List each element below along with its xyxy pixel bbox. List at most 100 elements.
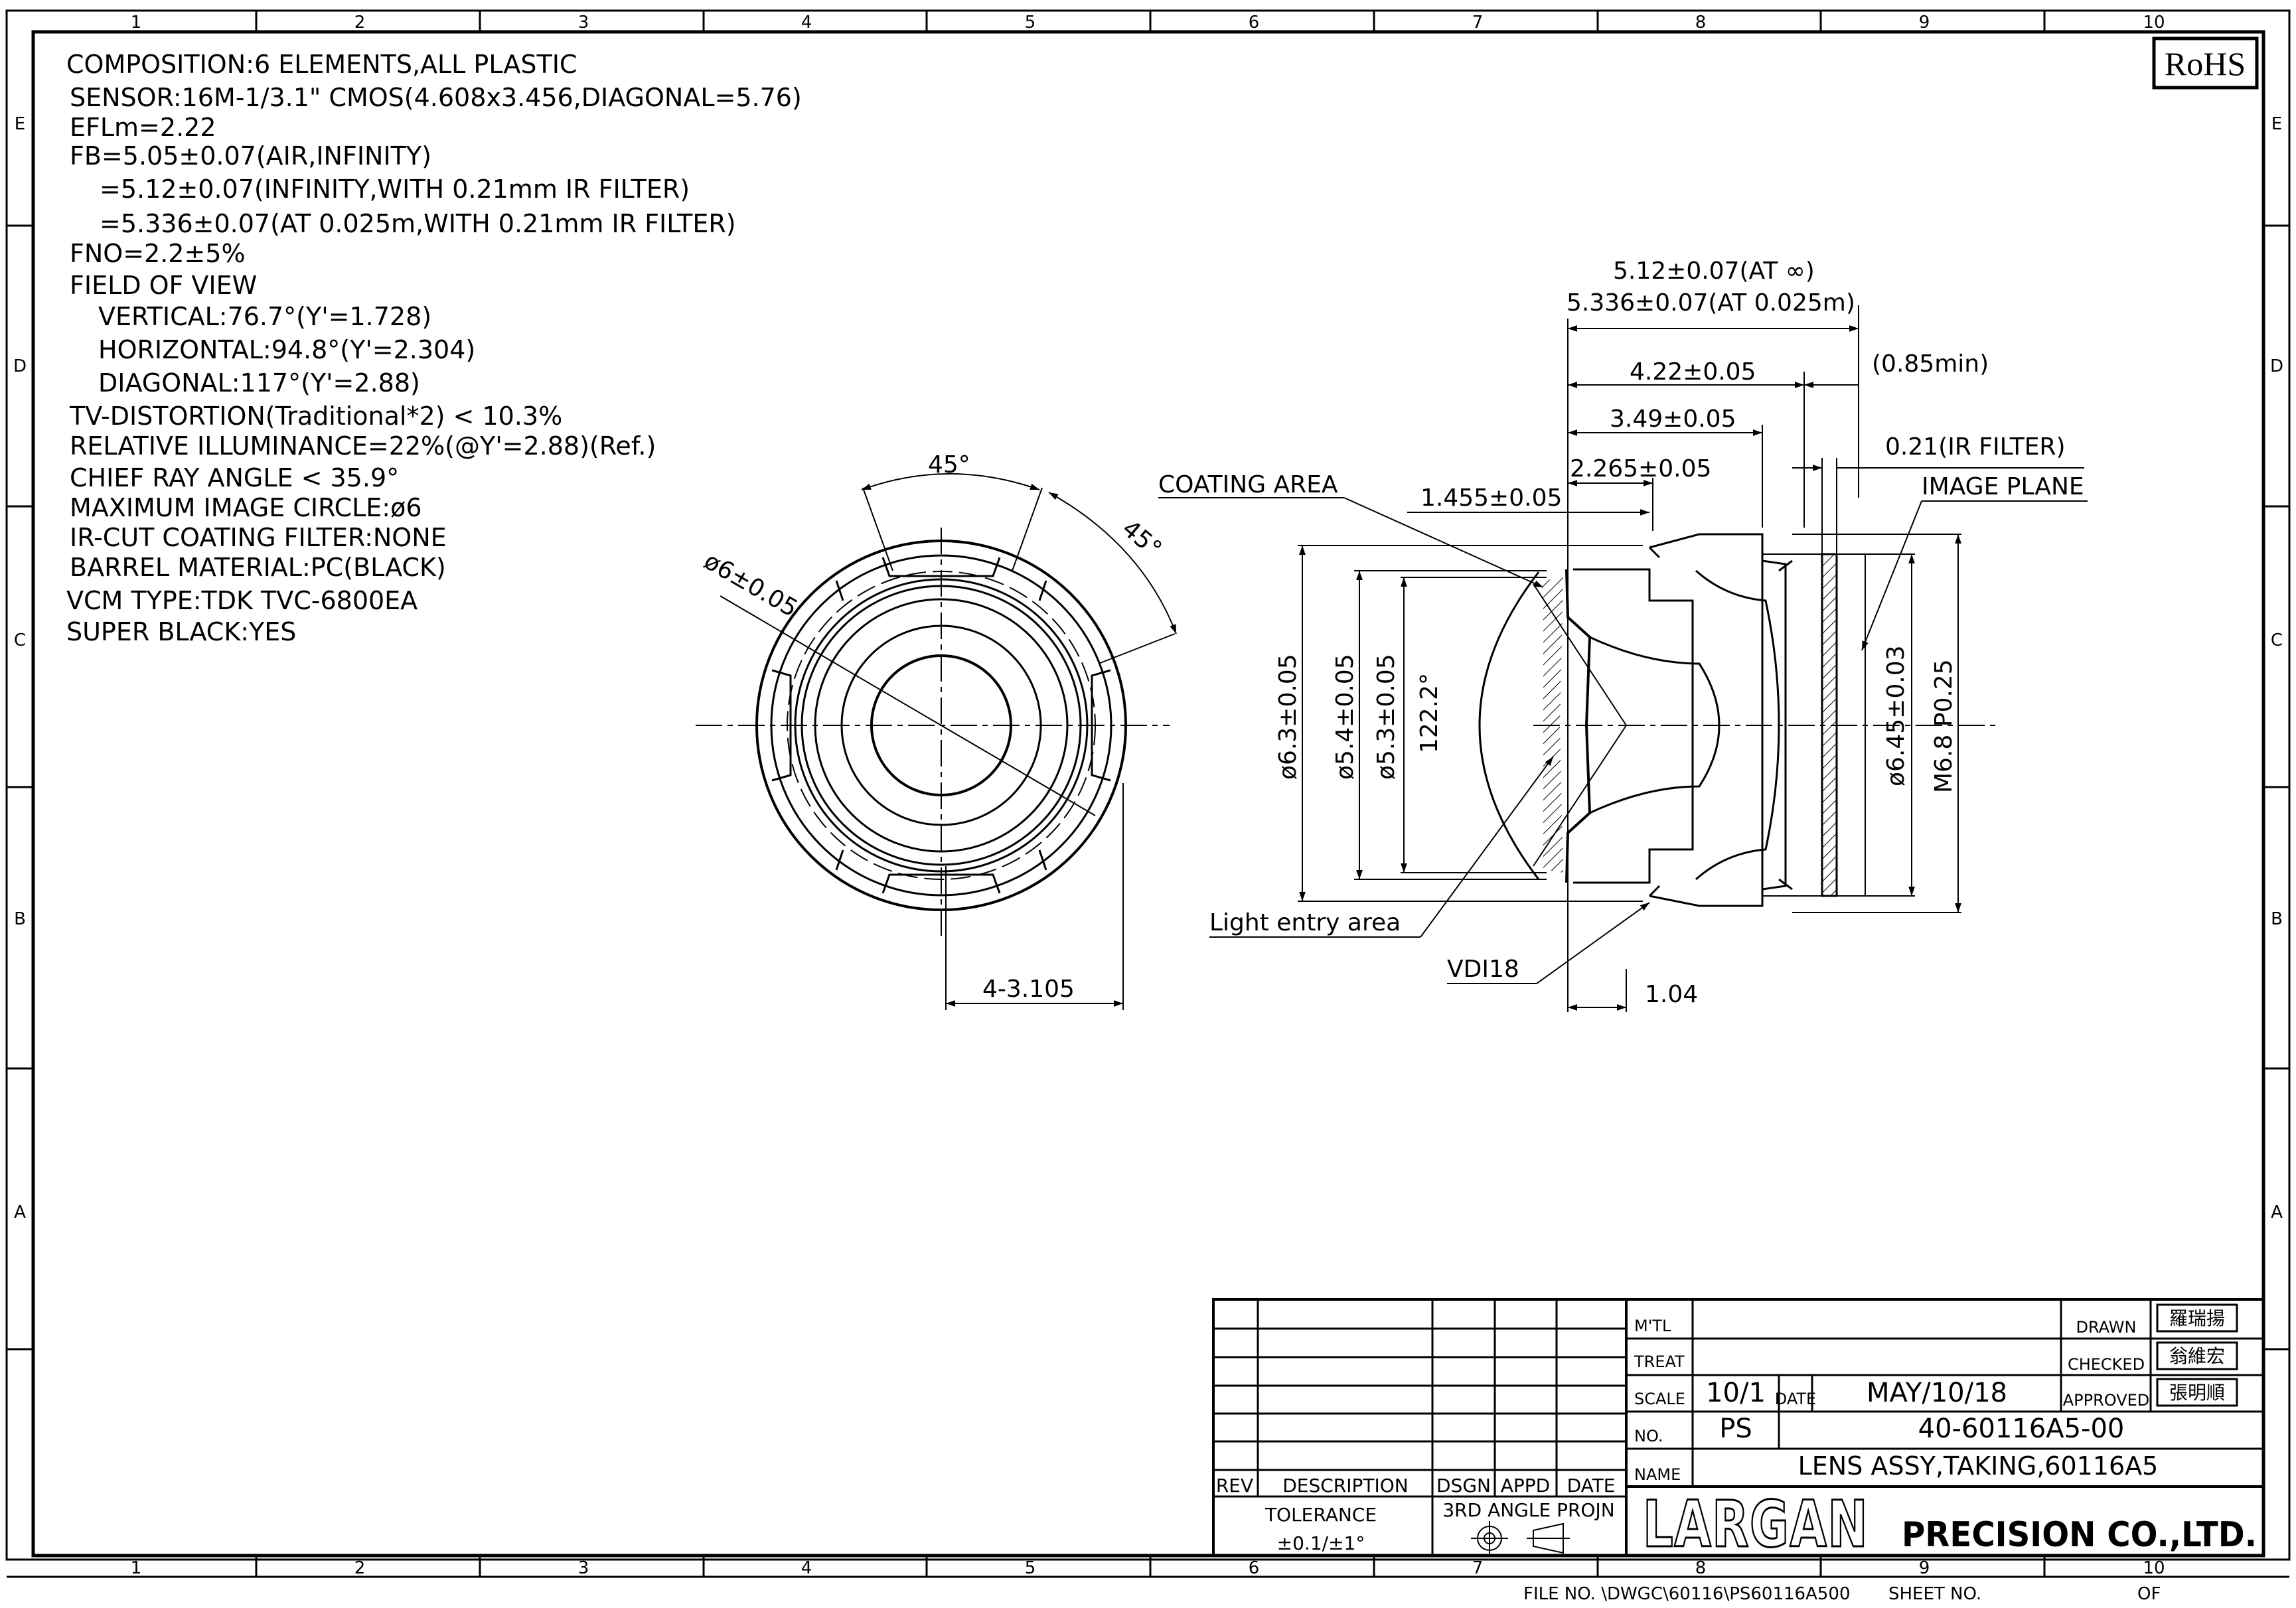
col-label: 7: [1472, 1558, 1484, 1578]
spec-line: FB=5.05±0.07(AIR,INFINITY): [70, 141, 431, 171]
col-label: 10: [2143, 1558, 2165, 1578]
row-label: C: [14, 630, 26, 650]
col-label: 8: [1695, 1558, 1707, 1578]
front-view: [696, 473, 1177, 1010]
row-label: A: [2271, 1203, 2283, 1222]
col-label: 3: [578, 1558, 589, 1578]
treat-label: TREAT: [1634, 1352, 1685, 1371]
column-labels: 1 2 3 4 5 6 7 8 9 10 1 2 3 4 5 6 7 8 9 1…: [131, 13, 2165, 1578]
col-label: 3: [578, 13, 589, 33]
col-label: 1: [131, 13, 142, 33]
footer: FILE NO. \DWGC\60116\PS60116A500 SHEET N…: [1523, 1584, 2161, 1604]
spec-line: MAXIMUM IMAGE CIRCLE:ø6: [70, 493, 422, 522]
ps-value: PS: [1719, 1414, 1752, 1444]
angle-122-label: 122.2°: [1416, 673, 1443, 753]
row-label: E: [2271, 114, 2282, 134]
col-label: 6: [1249, 1558, 1260, 1578]
dim-2265-label: 2.265±0.05: [1570, 455, 1711, 482]
col-label: 1: [131, 1558, 142, 1578]
col-label: 8: [1695, 13, 1707, 33]
row-label: D: [2270, 356, 2283, 376]
name-label: NAME: [1634, 1465, 1681, 1484]
col-label: 5: [1025, 13, 1036, 33]
file-number: FILE NO. \DWGC\60116\PS60116A500: [1523, 1584, 1851, 1604]
spec-line: SENSOR:16M-1/3.1" CMOS(4.608x3.456,DIAGO…: [70, 83, 802, 112]
company-name: PRECISION CO.,LTD.: [1902, 1515, 2257, 1555]
sheet-number-label: SHEET NO.: [1888, 1584, 1981, 1604]
dim-1455-label: 1.455±0.05: [1420, 484, 1562, 512]
row-label: A: [14, 1203, 26, 1222]
checked-signature: 翁維宏: [2169, 1345, 2225, 1367]
largan-logo: LARGAN: [1643, 1487, 1869, 1562]
dim-104-label: 1.04: [1645, 981, 1698, 1008]
d645-label: ø6.45±0.03: [1882, 645, 1910, 786]
spec-line: EFLm=2.22: [70, 113, 216, 142]
row-label: E: [15, 114, 25, 134]
spec-line: DIAGONAL:117°(Y'=2.88): [98, 368, 420, 398]
spec-line: SUPER BLACK:YES: [66, 617, 296, 646]
row-label: B: [14, 909, 26, 929]
drawn-label: DRAWN: [2076, 1318, 2137, 1337]
col-label: 4: [801, 1558, 812, 1578]
mtl-label: M'TL: [1634, 1317, 1671, 1335]
scale-label: SCALE: [1634, 1390, 1685, 1408]
date-label: DATE: [1775, 1390, 1816, 1408]
part-name: LENS ASSY,TAKING,60116A5: [1798, 1451, 2159, 1481]
col-label: 10: [2143, 13, 2165, 33]
spec-line: TV-DISTORTION(Traditional*2) < 10.3%: [69, 402, 562, 431]
side-view: [1158, 305, 2088, 1012]
spec-line: BARREL MATERIAL:PC(BLACK): [70, 553, 446, 582]
row-labels: E D C B A E D C B A: [13, 114, 2283, 1222]
drawing-frame: [5, 9, 2291, 1578]
col-label: 2: [354, 1558, 366, 1578]
thread-label: M6.8 P0.25: [1930, 659, 1957, 793]
dim-top2-label: 5.336±0.07(AT 0.025m): [1567, 289, 1855, 317]
row-label: B: [2271, 909, 2283, 929]
tolerance-value: ±0.1/±1°: [1277, 1532, 1365, 1554]
appd-header: APPD: [1501, 1475, 1550, 1497]
d54-label: ø5.4±0.05: [1332, 654, 1359, 780]
angle-right-label: 45°: [1116, 515, 1166, 563]
spec-line: COMPOSITION:6 ELEMENTS,ALL PLASTIC: [66, 50, 577, 79]
spec-line: IR-CUT COATING FILTER:NONE: [70, 523, 447, 552]
dim-422-label: 4.22±0.05: [1630, 358, 1756, 386]
spec-line: CHIEF RAY ANGLE < 35.9°: [70, 463, 399, 492]
dim-top1-label: 5.12±0.07(AT ∞): [1613, 257, 1815, 285]
part-number: 40-60116A5-00: [1918, 1414, 2125, 1444]
dsgn-header: DSGN: [1436, 1475, 1491, 1497]
projection-label: 3RD ANGLE PROJN: [1442, 1499, 1614, 1521]
vdi-label: VDI18: [1447, 956, 1519, 983]
approved-label: APPROVED: [2063, 1391, 2150, 1410]
dim-349-label: 3.49±0.05: [1610, 405, 1736, 433]
rohs-mark: RoHS: [2152, 37, 2259, 90]
rev-header: REV: [1216, 1475, 1253, 1497]
spec-line: FIELD OF VIEW: [70, 271, 257, 300]
d63-label: ø6.3±0.05: [1274, 654, 1302, 780]
col-label: 5: [1025, 1558, 1036, 1578]
col-label: 9: [1919, 1558, 1930, 1578]
spec-line: =5.336±0.07(AT 0.025m,WITH 0.21mm IR FIL…: [100, 209, 736, 238]
spec-line: RELATIVE ILLUMINANCE=22%(@Y'=2.88)(Ref.): [70, 431, 656, 461]
no-label: NO.: [1634, 1427, 1663, 1445]
spec-line: HORIZONTAL:94.8°(Y'=2.304): [98, 335, 475, 364]
date-header: DATE: [1567, 1475, 1616, 1497]
light-entry-label: Light entry area: [1209, 909, 1401, 936]
of-label: OF: [2137, 1584, 2161, 1604]
col-label: 7: [1472, 13, 1484, 33]
title-block: [1212, 1298, 2265, 1557]
row-label: D: [13, 356, 27, 376]
approved-signature: 張明順: [2169, 1382, 2225, 1404]
angle-top-label: 45°: [928, 451, 970, 478]
slot-label: 4-3.105: [982, 976, 1075, 1003]
diameter-label: ø6±0.05: [700, 548, 803, 622]
dim-021-label: 0.21(IR FILTER): [1885, 433, 2066, 461]
coating-area-label: COATING AREA: [1158, 471, 1338, 498]
spec-line: VERTICAL:76.7°(Y'=1.728): [98, 302, 431, 331]
image-plane-label: IMAGE PLANE: [1922, 473, 2084, 500]
col-label: 2: [354, 13, 366, 33]
description-header: DESCRIPTION: [1282, 1475, 1409, 1497]
dim-085-label: (0.85min): [1872, 350, 1989, 378]
title-block-text: REV DESCRIPTION DSGN APPD DATE TOLERANCE…: [1216, 1307, 2257, 1563]
spec-notes: COMPOSITION:6 ELEMENTS,ALL PLASTIC SENSO…: [66, 50, 802, 646]
